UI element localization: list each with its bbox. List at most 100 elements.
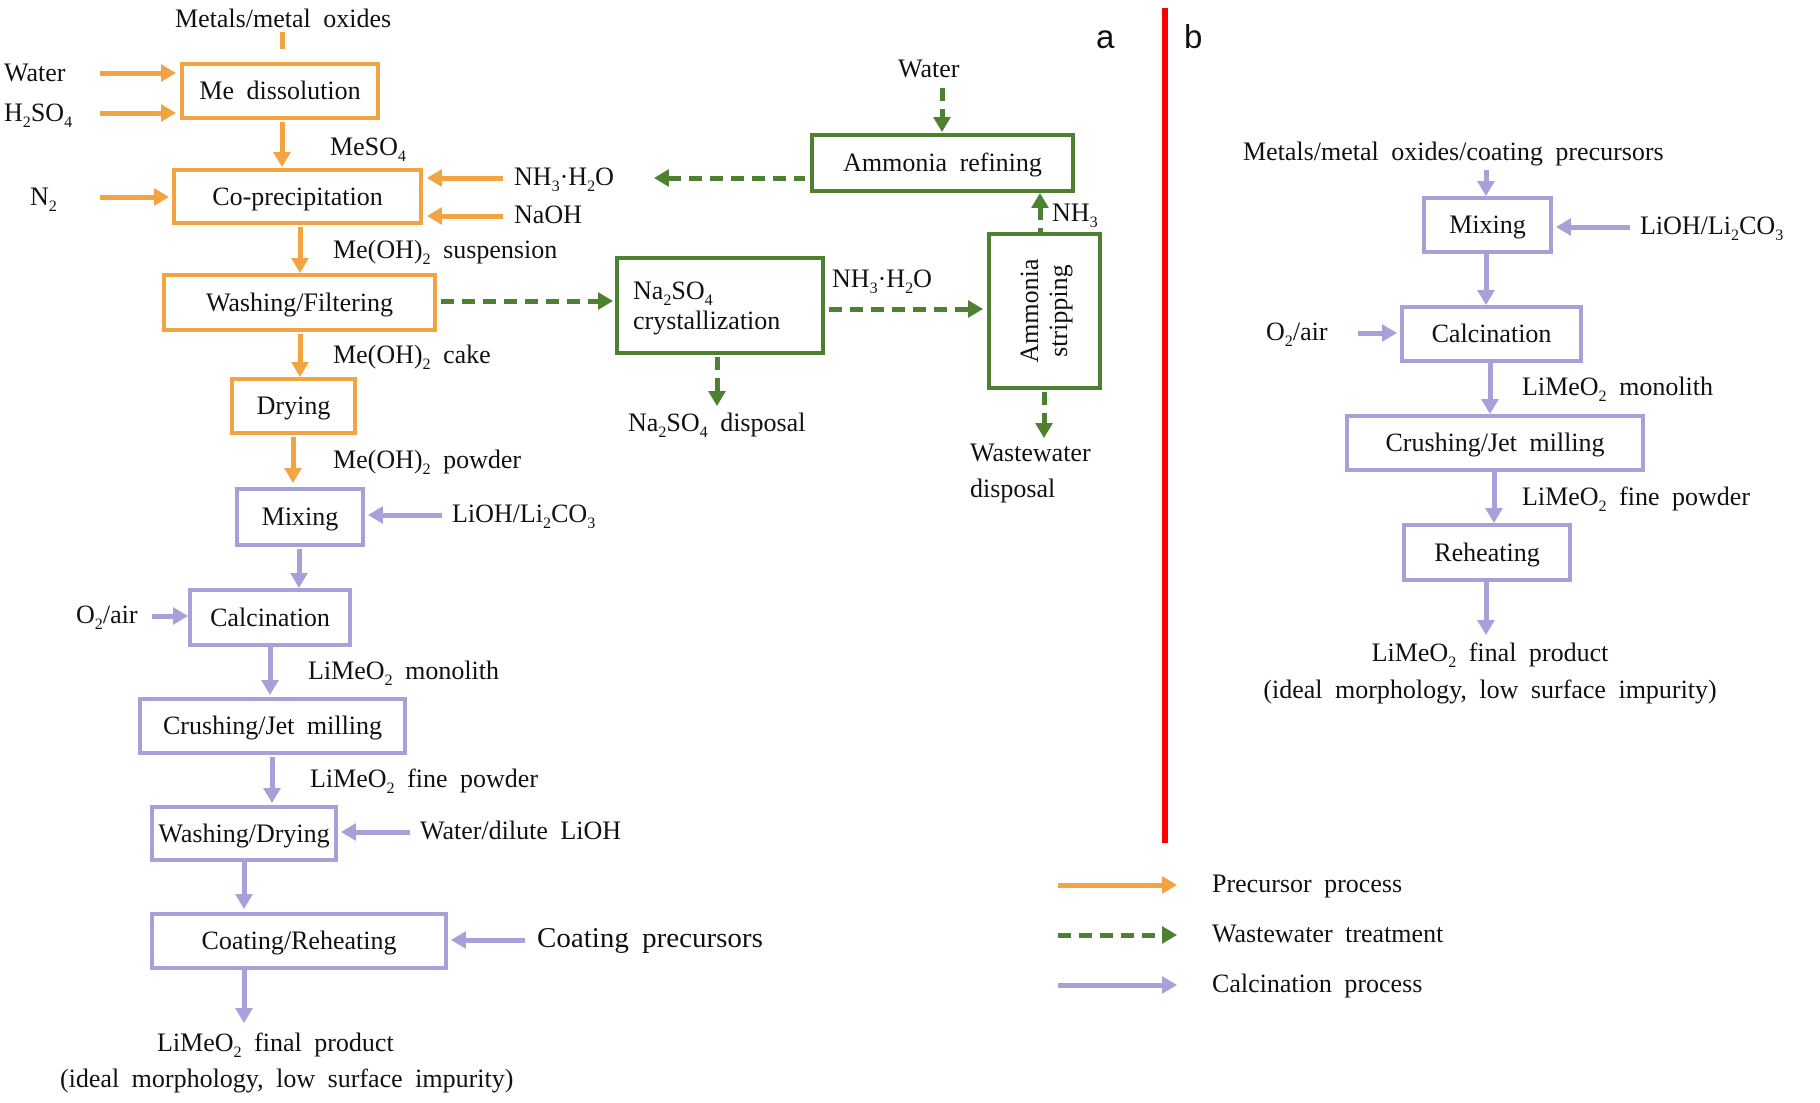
box-drying: Drying [230, 377, 357, 435]
arrow-calcination-to-crushing-a [261, 647, 279, 695]
box-washing-filtering-label: Washing/Filtering [205, 287, 394, 317]
box-mixing-a-label: Mixing [261, 502, 339, 531]
box-mixing-b: Mixing [1422, 196, 1553, 254]
arrow-dissolution-to-coprecipitation [273, 122, 291, 167]
box-me-dissolution: Me dissolution [180, 62, 380, 120]
box-reheating-b-label: Reheating [1434, 537, 1540, 567]
h2so4-label: H2SO4 [4, 98, 73, 132]
arrow-naoh-to-coprecipitation [427, 207, 503, 225]
naoh-label: NaOH [514, 200, 582, 229]
box-coating-reheating: Coating/Reheating [150, 912, 448, 970]
box-crushing-b-label: Crushing/Jet milling [1385, 428, 1605, 457]
lioh-label-a: LiOH/Li2CO3 [452, 499, 596, 533]
box-crushing-b: Crushing/Jet milling [1345, 414, 1645, 472]
box-washing-drying-label: Washing/Drying [158, 818, 330, 848]
legend-wastewater-label: Wastewater treatment [1212, 919, 1444, 948]
arrow-coprecipitation-to-washing [291, 227, 309, 273]
wastewater-disposal-line1: Wastewater [970, 438, 1091, 467]
arrow-crystallization-to-disposal [708, 357, 726, 406]
arrow-metals-to-dissolution [280, 32, 285, 49]
input-metals-label-a: Metals/metal oxides [175, 4, 392, 33]
box-reheating-b: Reheating [1402, 523, 1572, 582]
box-na2so4-crystallization: Na2SO4 crystallization [615, 256, 825, 355]
arrow-n2-to-coprecipitation [100, 188, 169, 206]
arrow-lioh-to-mixing-a [368, 506, 442, 524]
nh3-stream-label: NH3 [1052, 198, 1098, 232]
legend-precursor-label: Precursor process [1212, 869, 1403, 898]
nh3h2o-stream-label: NH3·H2O [832, 264, 932, 298]
arrow-waterlioh-to-washingdrying [341, 823, 410, 841]
box-calcination-b-label: Calcination [1431, 319, 1552, 348]
coating-precursors-label: Coating precursors [537, 922, 763, 954]
box-me-dissolution-label: Me dissolution [199, 76, 361, 105]
arrow-water-to-refining [933, 88, 951, 132]
o2air-label-b: O2/air [1266, 317, 1328, 351]
final-product-label-b: LiMeO2 final product [1371, 638, 1609, 672]
arrow-coatingprecursors-to-coating [451, 931, 525, 949]
box-coating-reheating-label: Coating/Reheating [201, 926, 397, 955]
box-na2so4-crystallization-line2: crystallization [633, 305, 781, 335]
box-mixing-b-label: Mixing [1449, 210, 1526, 239]
arrow-crushing-to-washingdrying [263, 757, 281, 803]
water-label-refining: Water [898, 54, 960, 83]
box-calcination-a-label: Calcination [210, 602, 330, 632]
arrow-coating-to-final-product [235, 970, 253, 1023]
panel-b-letter: b [1184, 18, 1203, 55]
nh3h2o-input-label: NH3·H2O [514, 162, 614, 196]
water-dilute-lioh-label: Water/dilute LiOH [420, 816, 622, 845]
panel-divider-line [1162, 8, 1168, 843]
water-label-a: Water [4, 58, 66, 87]
arrow-crystallization-to-stripping [829, 300, 983, 318]
fine-powder-stream-label-b: LiMeO2 fine powder [1522, 482, 1751, 516]
legend-calcination-arrow-icon [1058, 976, 1177, 994]
box-ammonia-refining: Ammonia refining [810, 133, 1075, 193]
box-co-precipitation: Co-precipitation [172, 168, 423, 225]
cake-stream-label: Me(OH)2 cake [333, 340, 491, 374]
arrow-crushing-to-reheating-b [1485, 472, 1503, 523]
na2so4-disposal-label: Na2SO4 disposal [628, 408, 806, 442]
arrow-h2so4-to-dissolution [100, 104, 176, 122]
arrow-refining-to-nh3h2o [654, 169, 805, 187]
final-product-note-a: (ideal morphology, low surface impurity) [60, 1064, 514, 1093]
arrow-calcination-to-crushing-b [1481, 363, 1499, 414]
suspension-stream-label: Me(OH)2 suspension [333, 235, 558, 269]
arrow-stripping-to-wastewater-disposal [1035, 392, 1053, 438]
monolith-stream-label-a: LiMeO2 monolith [308, 656, 500, 690]
box-drying-label: Drying [256, 391, 331, 420]
box-ammonia-refining-label: Ammonia refining [843, 148, 1042, 177]
arrow-o2air-to-calcination-a [152, 607, 188, 625]
box-na2so4-crystallization-line1: Na2SO4 [633, 275, 713, 309]
arrow-stripping-to-refining [1031, 193, 1049, 232]
n2-label: N2 [30, 182, 57, 216]
o2air-label-a: O2/air [76, 600, 138, 634]
box-crushing-a: Crushing/Jet milling [138, 697, 407, 755]
fine-powder-stream-label-a: LiMeO2 fine powder [310, 764, 539, 798]
arrow-drying-to-mixing [284, 437, 302, 483]
arrow-mixing-to-calcination-a [290, 549, 308, 588]
arrow-mixing-to-calcination-b [1477, 254, 1495, 305]
box-co-precipitation-label: Co-precipitation [212, 181, 383, 211]
arrow-metals-to-mixing-b [1477, 170, 1495, 196]
legend-precursor-arrow-icon [1058, 876, 1177, 894]
wastewater-disposal-line2: disposal [970, 474, 1056, 503]
box-washing-drying: Washing/Drying [150, 805, 338, 862]
arrow-nh3h2o-to-coprecipitation [427, 169, 503, 187]
box-washing-filtering: Washing/Filtering [162, 273, 437, 332]
final-product-note-b: (ideal morphology, low surface impurity) [1263, 675, 1717, 704]
final-product-label-a: LiMeO2 final product [157, 1028, 394, 1062]
legend-wastewater-arrow-icon [1058, 926, 1177, 944]
arrow-water-to-dissolution [100, 64, 176, 82]
box-calcination-b: Calcination [1400, 305, 1583, 363]
arrow-washing-to-drying [291, 334, 309, 377]
arrow-washing-to-crystallization [441, 292, 613, 310]
box-mixing-a: Mixing [235, 487, 365, 547]
powder-stream-label: Me(OH)2 powder [333, 445, 522, 479]
arrow-o2air-to-calcination-b [1358, 324, 1397, 342]
panel-a-letter: a [1096, 18, 1115, 55]
meso4-stream-label: MeSO4 [330, 132, 406, 166]
box-calcination-a: Calcination [188, 588, 352, 647]
arrow-washingdrying-to-coating [235, 862, 253, 909]
box-crushing-a-label: Crushing/Jet milling [162, 711, 383, 740]
monolith-stream-label-b: LiMeO2 monolith [1522, 372, 1714, 406]
